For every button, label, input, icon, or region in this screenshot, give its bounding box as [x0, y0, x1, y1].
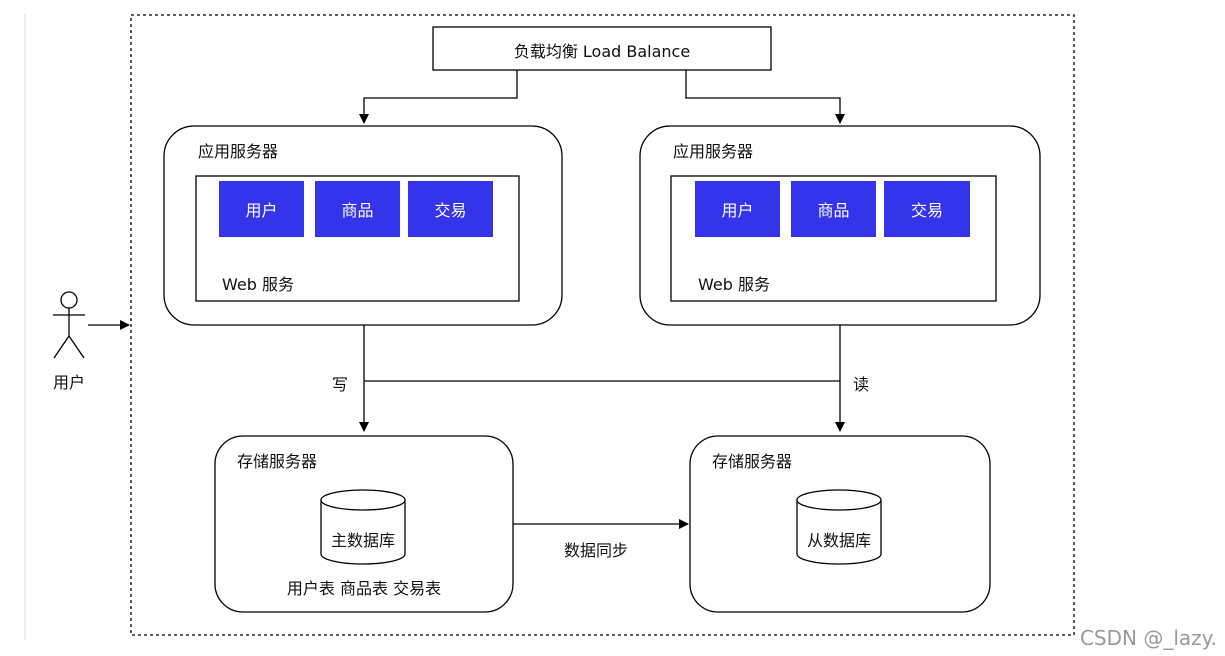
- system-boundary: [130, 14, 1075, 636]
- slave-db-icon: [796, 489, 882, 565]
- master-db-icon: [320, 489, 406, 565]
- user-actor-label: 用户: [52, 373, 85, 392]
- web-service-left-label: Web 服务: [222, 275, 294, 294]
- storage-server-right-title: 存储服务器: [712, 452, 793, 471]
- app-server-left-title: 应用服务器: [198, 142, 279, 161]
- load-balancer-box: [432, 26, 772, 71]
- lb-to-app-right-arrow: [685, 70, 845, 124]
- module-product-left: 商品: [315, 181, 400, 237]
- watermark: CSDN @_lazy.: [1079, 626, 1217, 650]
- read-label: 读: [853, 375, 870, 394]
- master-db-tables: 用户表 商品表 交易表: [286, 579, 442, 598]
- app-server-right-title: 应用服务器: [673, 142, 754, 161]
- module-trade-left: 交易: [408, 181, 493, 237]
- load-balancer-label: 负载均衡 Load Balance: [513, 42, 691, 61]
- web-service-right-label: Web 服务: [698, 275, 770, 294]
- module-user-left: 用户: [219, 181, 304, 237]
- module-product-right: 商品: [791, 181, 876, 237]
- user-actor-icon: [53, 291, 85, 359]
- module-user-right: 用户: [695, 181, 780, 237]
- storage-server-left-title: 存储服务器: [237, 452, 318, 471]
- module-trade-right: 交易: [884, 181, 970, 237]
- lb-to-app-left-arrow: [359, 70, 518, 124]
- slave-db-label: 从数据库: [806, 531, 871, 550]
- master-db-label: 主数据库: [330, 531, 395, 550]
- write-label: 写: [332, 375, 349, 394]
- sync-label: 数据同步: [564, 541, 629, 560]
